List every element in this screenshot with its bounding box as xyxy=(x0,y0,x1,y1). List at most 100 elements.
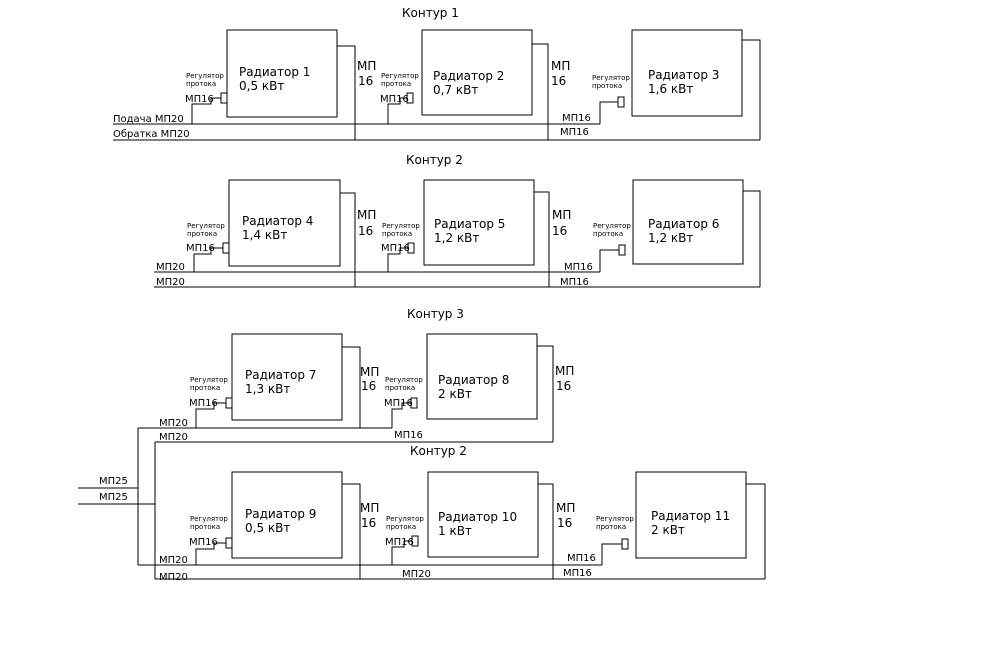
radiator-power: 1,2 кВт xyxy=(648,231,693,245)
radiator-name: Радиатор 4 xyxy=(242,214,313,228)
radiator-power: 1,2 кВт xyxy=(434,231,479,245)
regulator-pipe-label: МП16 xyxy=(186,243,215,254)
radiator-name: Радиатор 8 xyxy=(438,373,509,387)
last-supply-label: МП16 xyxy=(567,553,596,564)
last-supply-label: МП16 xyxy=(564,262,593,273)
supply-label: МП20 xyxy=(159,418,188,429)
radiator-3: Радиатор 3 1,6 кВт Регулятор протока МП1… xyxy=(560,29,761,140)
flow-regulator xyxy=(225,537,233,549)
flow-regulator-label: протока xyxy=(381,80,411,88)
radiator-box xyxy=(632,179,744,265)
flow-regulator-label: протока xyxy=(596,523,626,531)
pipe-label-mp: МП xyxy=(556,501,575,515)
regulator-pipe-label: МП16 xyxy=(381,243,410,254)
main-supply-label: МП25 xyxy=(99,476,128,487)
radiator-9: Радиатор 9 0,5 кВт Регулятор протока МП1… xyxy=(189,471,379,579)
radiator-8: Радиатор 8 2 кВт Регулятор протока МП16 … xyxy=(384,333,574,442)
flow-regulator-label: Регулятор xyxy=(596,515,634,523)
radiator-1: Радиатор 1 0,5 кВт Регулятор протока МП1… xyxy=(185,29,376,140)
flow-regulator-label: протока xyxy=(592,82,622,90)
last-return-label: МП16 xyxy=(563,568,592,579)
flow-regulator xyxy=(621,538,629,550)
main-risers: МП25 МП25 xyxy=(78,428,156,579)
radiator-power: 1,3 кВт xyxy=(245,382,290,396)
flow-regulator-label: протока xyxy=(190,523,220,531)
return-label: МП20 xyxy=(159,432,188,443)
radiator-4: Радиатор 4 1,4 кВт Регулятор протока МП1… xyxy=(186,179,376,287)
pipe-label-16: 16 xyxy=(556,379,571,393)
pipe-label-mp: МП xyxy=(555,364,574,378)
flow-regulator xyxy=(617,96,625,108)
last-supply-label: МП16 xyxy=(562,113,591,124)
regulator-pipe-label: МП16 xyxy=(384,398,413,409)
radiator-name: Радиатор 6 xyxy=(648,217,719,231)
radiator-name: Радиатор 9 xyxy=(245,507,316,521)
radiator-11: Радиатор 11 2 кВт Регулятор протока МП16… xyxy=(563,471,766,579)
supply-label: Подача МП20 xyxy=(113,114,184,125)
pipe-label-16: 16 xyxy=(552,224,567,238)
contour-title: Контур 2 xyxy=(410,444,467,458)
flow-regulator xyxy=(220,92,228,104)
radiator-name: Радиатор 5 xyxy=(434,217,505,231)
pipe-label-mp: МП xyxy=(360,365,379,379)
regulator-pipe-label: МП16 xyxy=(380,94,409,105)
pipe-label-16: 16 xyxy=(358,74,373,88)
contour-title: Контур 3 xyxy=(407,307,464,321)
pipe-label-16: 16 xyxy=(551,74,566,88)
flow-regulator-label: Регулятор xyxy=(593,222,631,230)
pipe-label-mp: МП xyxy=(360,501,379,515)
last-return-label: МП16 xyxy=(560,127,589,138)
pipe-label-mp: МП xyxy=(551,59,570,73)
flow-regulator xyxy=(225,397,233,409)
radiator-7: Радиатор 7 1,3 кВт Регулятор протока МП1… xyxy=(189,333,379,428)
contour-2: Контур 2 Радиатор 4 1,4 кВт Регулятор пр… xyxy=(154,153,761,288)
flow-regulator-label: протока xyxy=(593,230,623,238)
return-label: МП20 xyxy=(159,572,188,583)
radiator-name: Радиатор 3 xyxy=(648,68,719,82)
radiator-box xyxy=(231,471,343,559)
radiator-5: Радиатор 5 1,2 кВт Регулятор протока МП1… xyxy=(381,179,571,287)
radiator-power: 1,6 кВт xyxy=(648,82,693,96)
flow-regulator-label: Регулятор xyxy=(592,74,630,82)
flow-regulator-label: Регулятор xyxy=(190,515,228,523)
radiator-box xyxy=(228,179,341,267)
radiator-box xyxy=(226,29,338,118)
flow-regulator-label: Регулятор xyxy=(385,376,423,384)
flow-regulator-label: протока xyxy=(385,384,415,392)
radiator-box xyxy=(427,471,539,558)
supply-label: МП20 xyxy=(159,555,188,566)
radiator-box xyxy=(423,179,535,266)
pipe-label-mp: МП xyxy=(552,208,571,222)
radiator-10: Радиатор 10 1 кВт Регулятор протока МП16… xyxy=(385,471,575,579)
main-return-label: МП25 xyxy=(99,492,128,503)
regulator-pipe-label: МП16 xyxy=(189,398,218,409)
radiator-name: Радиатор 2 xyxy=(433,69,504,83)
flow-regulator-label: Регулятор xyxy=(187,222,225,230)
contour-title: Контур 1 xyxy=(402,6,459,20)
radiator-name: Радиатор 7 xyxy=(245,368,316,382)
radiator-name: Радиатор 1 xyxy=(239,65,310,79)
radiator-power: 0,7 кВт xyxy=(433,83,478,97)
radiator-2: Радиатор 2 0,7 кВт Регулятор протока МП1… xyxy=(380,29,570,140)
regulator-pipe-label: МП16 xyxy=(385,537,414,548)
regulator-pipe-label: МП16 xyxy=(185,94,214,105)
radiator-box xyxy=(421,29,533,116)
radiator-power: 0,5 кВт xyxy=(239,79,284,93)
pipe-label-16: 16 xyxy=(361,516,376,530)
return-mid-label: МП20 xyxy=(402,569,431,580)
pipe-label-16: 16 xyxy=(358,224,373,238)
contour-3: Контур 3 Радиатор 7 1,3 кВт Регулятор пр… xyxy=(138,307,574,443)
contour-4: Контур 2 Радиатор 9 0,5 кВт Регулятор пр… xyxy=(138,444,766,583)
regulator-pipe-label: МП16 xyxy=(189,537,218,548)
radiator-power: 1 кВт xyxy=(438,524,472,538)
flow-regulator-label: протока xyxy=(386,523,416,531)
radiator-box xyxy=(426,333,538,420)
flow-regulator-label: Регулятор xyxy=(382,222,420,230)
pipe-label-16: 16 xyxy=(361,379,376,393)
flow-regulator-label: Регулятор xyxy=(186,72,224,80)
radiator-6: Радиатор 6 1,2 кВт Регулятор протока МП1… xyxy=(560,179,761,288)
return-mid-label: МП16 xyxy=(394,430,423,441)
radiator-power: 2 кВт xyxy=(438,387,472,401)
